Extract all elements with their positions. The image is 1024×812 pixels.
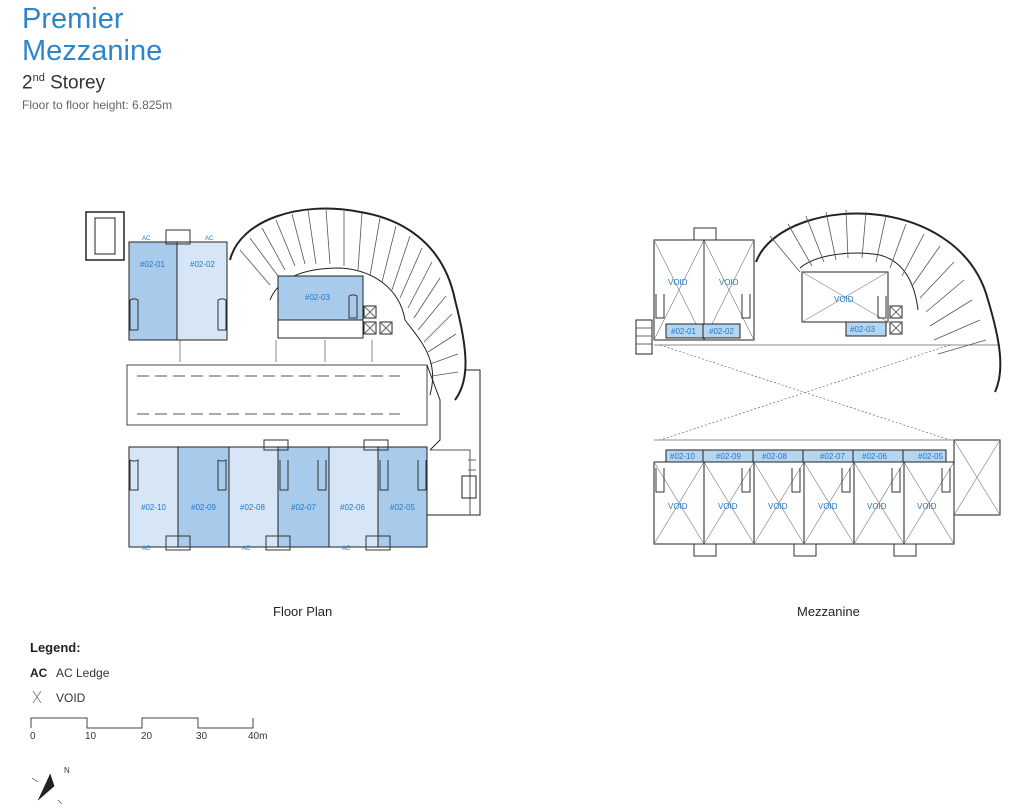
compass-north-label: N: [64, 766, 70, 775]
ac-ledge-tag: AC: [205, 236, 214, 242]
mezz-unit-label: #02-03: [850, 325, 875, 334]
floor-plan-caption: Floor Plan: [273, 604, 333, 619]
legend-void-text: VOID: [56, 691, 86, 705]
legend-ac-text: AC Ledge: [56, 666, 110, 680]
storey-heading: 2nd Storey: [22, 72, 106, 94]
void-label: VOID: [867, 502, 887, 511]
scale-label-0: 0: [30, 731, 36, 742]
mezzanine-caption: Mezzanine: [797, 604, 860, 619]
scale-label-40m: 40m: [248, 731, 268, 742]
ac-ledge-tag: AC: [142, 546, 151, 552]
ac-ledge-tag: AC: [342, 546, 351, 552]
legend-ac-code: AC: [30, 666, 48, 680]
void-label: VOID: [917, 502, 937, 511]
mezz-unit-label: #02-08: [762, 452, 787, 461]
scale-label-10: 10: [85, 731, 97, 742]
void-label: VOID: [768, 502, 788, 511]
floor-height-note: Floor to floor height: 6.825m: [22, 98, 173, 112]
mezz-unit-label: #02-10: [670, 452, 695, 461]
floor-unit-label: #02-07: [291, 503, 316, 512]
north-arrow-icon: [31, 773, 63, 805]
void-label: VOID: [719, 278, 739, 287]
mezz-unit-label: #02-01: [671, 327, 696, 336]
ac-ledge-tag: AC: [142, 236, 151, 242]
void-symbol-icon: [32, 690, 42, 704]
void-label: VOID: [668, 502, 688, 511]
ac-ledge-tag: AC: [242, 546, 251, 552]
floor-unit-label: #02-08: [240, 503, 265, 512]
scale-label-20: 20: [141, 731, 153, 742]
mezz-unit-label: #02-02: [709, 327, 734, 336]
scale-label-30: 30: [196, 731, 208, 742]
mezz-unit-label: #02-06: [862, 452, 887, 461]
floor-unit-label: #02-10: [141, 503, 166, 512]
floor-unit-label: #02-03: [305, 293, 330, 302]
scale-bar: [30, 717, 254, 729]
title-mezzanine: Mezzanine: [22, 35, 163, 67]
title-premier: Premier: [22, 3, 124, 35]
void-label: VOID: [818, 502, 838, 511]
floor-unit-label: #02-06: [340, 503, 365, 512]
void-label: VOID: [834, 295, 854, 304]
mezz-unit-label: #02-07: [820, 452, 845, 461]
floor-unit-label: #02-09: [191, 503, 216, 512]
mezz-unit-label: #02-09: [716, 452, 741, 461]
void-label: VOID: [668, 278, 688, 287]
void-label: VOID: [718, 502, 738, 511]
floor-unit-label: #02-01: [140, 260, 165, 269]
floor-unit-label: #02-02: [190, 260, 215, 269]
mezz-unit-label: #02-05: [918, 452, 943, 461]
legend-title: Legend:: [30, 640, 81, 655]
floor-unit-label: #02-05: [390, 503, 415, 512]
